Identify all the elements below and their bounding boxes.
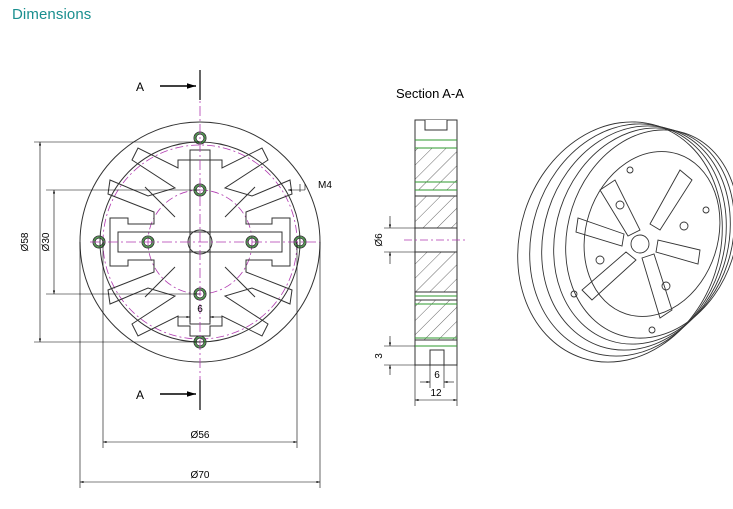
- isometric-view: [517, 121, 733, 363]
- section-title: Section A-A: [396, 86, 464, 101]
- dim-diameter-58: Ø58: [20, 232, 31, 251]
- dim-slot-width: 6: [197, 304, 203, 315]
- dim-diameter-70: Ø70: [191, 470, 210, 481]
- section-view: [404, 119, 466, 366]
- section-markers: [160, 70, 201, 410]
- dim-thickness: 12: [430, 388, 442, 399]
- page-title: Dimensions: [12, 6, 92, 23]
- dim-slot-width-section: 6: [434, 370, 440, 381]
- dim-bore: Ø6: [374, 233, 385, 247]
- dim-groove-depth: 3: [374, 353, 385, 359]
- section-dimensions: [384, 216, 458, 406]
- front-dimensions: [34, 141, 321, 488]
- front-view: [79, 70, 321, 410]
- section-label-a-bottom: A: [136, 388, 144, 402]
- dim-diameter-30: Ø30: [41, 232, 52, 251]
- dim-diameter-56: Ø56: [191, 430, 210, 441]
- section-label-a-top: A: [136, 80, 144, 94]
- bolt-holes: [92, 131, 307, 349]
- dim-thread-m4: M4: [318, 180, 332, 191]
